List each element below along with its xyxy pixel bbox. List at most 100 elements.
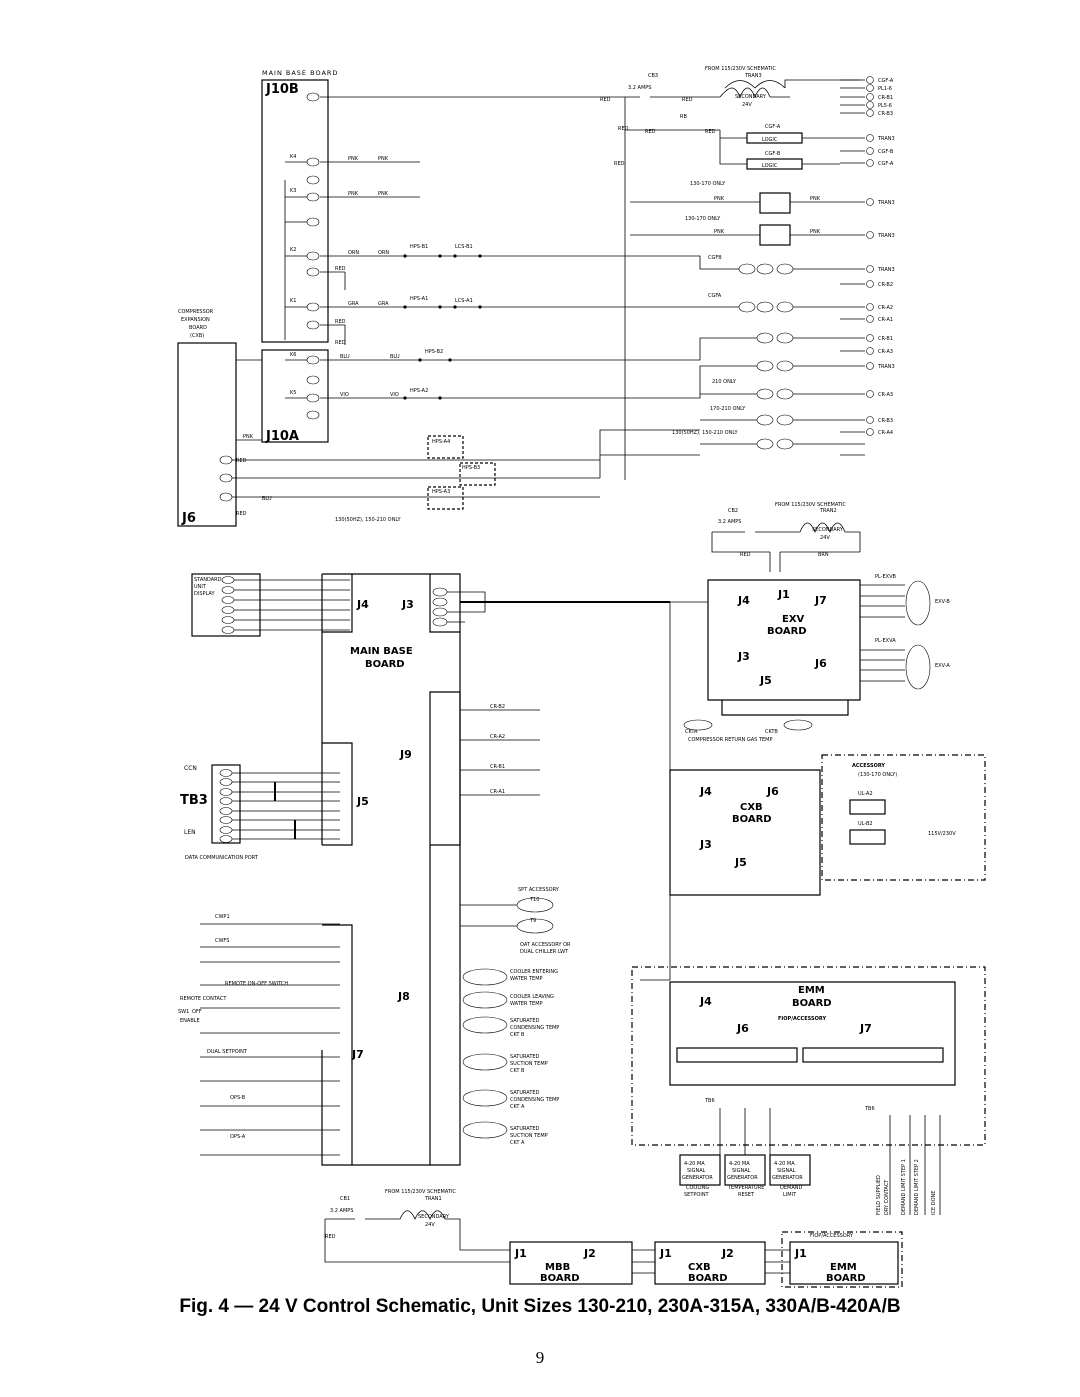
svg-text:130(50HZ), 150-210 ONLY: 130(50HZ), 150-210 ONLY: [335, 517, 401, 523]
svg-text:CCN: CCN: [184, 765, 197, 772]
svg-text:TRAN1: TRAN1: [424, 1196, 442, 1202]
svg-text:FROM 115/230V SCHEMATIC: FROM 115/230V SCHEMATIC: [705, 66, 776, 72]
svg-text:DRY CONTACT: DRY CONTACT: [884, 1179, 890, 1215]
bottom-connector-boxes: J1 J2 MBB BOARD J1 J2 CXB BOARD FIOP/ACC…: [509, 1231, 903, 1288]
svg-text:J7: J7: [814, 594, 827, 607]
svg-text:CKT A: CKT A: [510, 1104, 525, 1110]
svg-text:CKTB: CKTB: [765, 729, 778, 735]
svg-text:ORN: ORN: [348, 250, 359, 256]
svg-text:GENERATOR: GENERATOR: [727, 1175, 758, 1181]
svg-text:PNK: PNK: [714, 196, 725, 202]
svg-text:VIO: VIO: [340, 392, 349, 398]
svg-text:FROM 115/230V SCHEMATIC: FROM 115/230V SCHEMATIC: [385, 1189, 456, 1195]
svg-text:J9: J9: [399, 748, 412, 761]
svg-text:J3: J3: [699, 838, 712, 851]
terminal-pin: [866, 76, 874, 84]
svg-text:RED: RED: [236, 458, 247, 464]
svg-text:130-170 ONLY: 130-170 ONLY: [685, 216, 721, 222]
svg-text:GRA: GRA: [348, 301, 359, 307]
svg-text:J6: J6: [181, 511, 196, 526]
svg-text:CWP1: CWP1: [215, 914, 230, 920]
svg-text:UL-B2: UL-B2: [858, 821, 873, 827]
svg-text:OAT ACCESSORY OR: OAT ACCESSORY OR: [520, 942, 571, 948]
svg-text:J5: J5: [356, 795, 369, 808]
pressure-switches: HPS-B1 LCS-B1 HPS-A1 LCS-A1 HPS-B2 HPS-A…: [403, 244, 482, 400]
svg-text:BOARD: BOARD: [688, 1273, 728, 1284]
svg-text:BRN: BRN: [818, 552, 829, 558]
svg-text:OFF: OFF: [192, 1009, 202, 1015]
svg-text:RED: RED: [705, 129, 716, 135]
svg-text:J6: J6: [814, 657, 827, 670]
svg-text:K1: K1: [290, 298, 296, 304]
terminal-label: TRAN3: [877, 200, 895, 206]
terminal-pin: [866, 84, 874, 92]
svg-text:PL-EXVA: PL-EXVA: [875, 638, 896, 644]
svg-text:WATER TEMP: WATER TEMP: [510, 976, 543, 982]
svg-text:COOLER ENTERING: COOLER ENTERING: [510, 969, 558, 975]
terminal-pin: [866, 303, 874, 311]
terminal-label: TRAN3: [877, 233, 895, 239]
standard-unit-display: STANDARD UNIT DISPLAY: [191, 573, 350, 637]
terminal-label: CR-A2: [878, 305, 893, 311]
svg-text:115V/230V: 115V/230V: [928, 831, 956, 837]
svg-text:SATURATED: SATURATED: [510, 1018, 540, 1024]
svg-text:HPS-A1: HPS-A1: [410, 296, 428, 302]
svg-text:TB3: TB3: [180, 793, 208, 808]
j10a-label: J10A: [265, 429, 299, 444]
svg-text:T9: T9: [529, 918, 536, 924]
svg-text:FROM 115/230V SCHEMATIC: FROM 115/230V SCHEMATIC: [775, 502, 846, 508]
svg-text:SUCTION TEMP: SUCTION TEMP: [510, 1061, 548, 1067]
svg-text:K6: K6: [290, 352, 296, 358]
svg-text:J1: J1: [659, 1247, 672, 1260]
exv-board: J4 J1 J7 EXV BOARD J3 J6 J5 PL-EXVB PL-E…: [640, 574, 950, 981]
cxb-connector-j6: COMPRESSOR EXPANSION BOARD (CXB) J6 PNK …: [177, 309, 600, 527]
svg-text:SECONDARY: SECONDARY: [735, 94, 767, 100]
terminal-label: CR-A3: [878, 392, 893, 398]
svg-text:TEMPERATURE: TEMPERATURE: [727, 1185, 764, 1191]
svg-text:J6: J6: [736, 1022, 749, 1035]
svg-text:LCS-B1: LCS-B1: [455, 244, 473, 250]
mbb-j7-inputs: CWP1 CWFS REMOTE CONTACT REMOTE ON-OFF S…: [178, 914, 340, 1156]
svg-text:RED: RED: [236, 511, 247, 517]
svg-text:UL-A2: UL-A2: [858, 791, 873, 797]
svg-text:DISPLAY: DISPLAY: [194, 591, 215, 597]
svg-text:SUCTION TEMP: SUCTION TEMP: [510, 1133, 548, 1139]
svg-text:LOGIC: LOGIC: [762, 163, 778, 169]
svg-text:SATURATED: SATURATED: [510, 1126, 540, 1132]
j10a-pins: [306, 355, 320, 420]
svg-text:170-210 ONLY: 170-210 ONLY: [710, 406, 746, 412]
svg-text:FIOP/ACCESSORY: FIOP/ACCESSORY: [810, 1233, 854, 1239]
svg-text:4-20 MA: 4-20 MA: [774, 1161, 795, 1167]
svg-text:24V: 24V: [742, 102, 752, 108]
svg-text:FIOP/ACCESSORY: FIOP/ACCESSORY: [778, 1016, 826, 1022]
emm-board: J4 EMM BOARD FIOP/ACCESSORY J6 J7 TB6 TB…: [631, 966, 986, 1155]
svg-text:EXV-B: EXV-B: [935, 599, 950, 605]
svg-text:J5: J5: [759, 674, 772, 687]
control-schematic-diagram: MAIN BASE BOARD J10B J10A K4 K3 K2 K1 K6…: [177, 66, 986, 1288]
svg-text:CR-B2: CR-B2: [490, 704, 505, 710]
terminal-pin: [866, 334, 874, 342]
svg-text:CGF-B: CGF-B: [765, 151, 781, 157]
svg-text:J2: J2: [583, 1247, 596, 1260]
svg-text:SETPOINT: SETPOINT: [684, 1192, 710, 1198]
terminal-label: CR-B1: [878, 95, 893, 101]
terminal-pin: [866, 147, 874, 155]
svg-text:J4: J4: [699, 995, 712, 1008]
svg-text:CKT B: CKT B: [510, 1032, 525, 1038]
terminal-label: CR-B3: [878, 418, 893, 424]
svg-text:SPT ACCESSORY: SPT ACCESSORY: [518, 887, 560, 893]
terminal-pin: [866, 347, 874, 355]
svg-text:CGF-A: CGF-A: [765, 124, 781, 130]
svg-text:REMOTE CONTACT: REMOTE CONTACT: [180, 996, 227, 1002]
terminal-pin: [866, 428, 874, 436]
terminal-label: TRAN3: [877, 267, 895, 273]
svg-text:ICE DONE: ICE DONE: [931, 1191, 937, 1215]
cgf-logic-boxes: CGF-A LOGIC CGF-B LOGIC: [719, 124, 840, 170]
svg-text:RED: RED: [325, 1234, 336, 1240]
svg-text:BLU: BLU: [340, 354, 350, 360]
svg-text:WATER TEMP: WATER TEMP: [510, 1001, 543, 1007]
svg-text:HPS-A3: HPS-A3: [432, 489, 450, 495]
svg-text:SIGNAL: SIGNAL: [777, 1168, 796, 1174]
svg-text:J8: J8: [397, 990, 410, 1003]
